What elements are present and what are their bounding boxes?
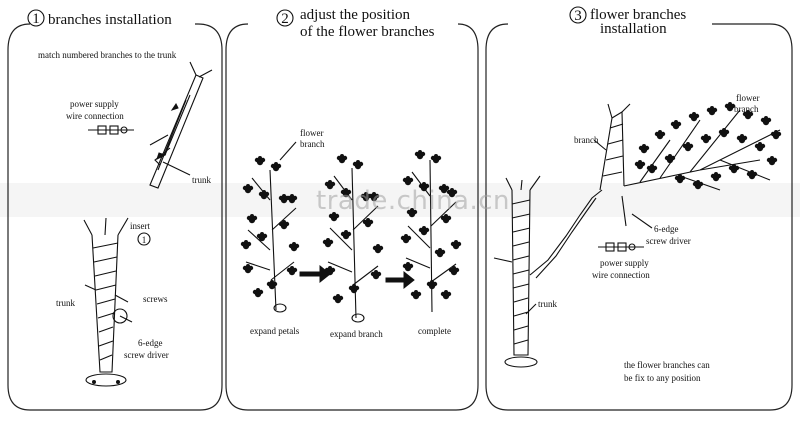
note-line1: the flower branches can (624, 360, 710, 370)
panel-3-number: 3 (574, 8, 582, 24)
panel-3: 3 flower branches installation branch (485, 6, 793, 411)
watermark-band (0, 183, 800, 217)
panel-3-trunk-drawing (493, 103, 631, 368)
trunk-label-3: trunk (538, 299, 557, 309)
panel-1: 1 branches installation match numbered b… (7, 9, 223, 411)
arrow-right-1 (299, 264, 331, 284)
insert-number: 1 (142, 235, 147, 245)
insert-label: insert (130, 221, 150, 231)
panel-3-title-line1: flower branches (590, 7, 686, 23)
six-edge-label-3: 6-edge (654, 224, 679, 234)
screw-driver-tool-3 (621, 195, 627, 227)
branch-label-2: branch (300, 139, 325, 149)
expand-branch-label: expand branch (330, 329, 383, 339)
wire-connector-1 (88, 125, 134, 135)
insert-number-circle (137, 232, 151, 246)
panel-1-number-circle (27, 9, 45, 27)
flower-branch-complete (400, 150, 462, 313)
branch-label-3: branch (574, 135, 599, 145)
panel-3-title-line2: installation (600, 21, 667, 37)
flower-branch-expand-branch (322, 154, 384, 323)
panel-2-number-circle (276, 9, 294, 27)
panel-2-title-line2: of the flower branches (300, 24, 435, 40)
note-line2: be fix to any position (624, 373, 701, 383)
screw-driver-label-1: screw driver (124, 350, 169, 360)
screw-driver-label-3: screw driver (646, 236, 691, 246)
panel-1-frame (7, 23, 223, 411)
wire-connection-label-1: wire connection (66, 111, 124, 121)
match-branches-label: match numbered branches to the trunk (38, 50, 177, 60)
panel-3-number-circle (569, 6, 587, 24)
lower-trunk-drawing (83, 217, 133, 387)
panel-3-frame (485, 23, 793, 411)
branch-pointer-3 (593, 139, 607, 151)
arrow-right-2 (385, 270, 415, 290)
panel-2-number: 2 (281, 11, 289, 27)
branch-small-label-3: branch (734, 104, 759, 114)
upper-branch-drawing (149, 61, 213, 189)
flower-label-3: flower (736, 93, 760, 103)
complete-label: complete (418, 326, 451, 336)
trunk-label-top: trunk (192, 175, 211, 185)
six-edge-label-1: 6-edge (138, 338, 163, 348)
flower-label-2: flower (300, 128, 324, 138)
expand-petals-label: expand petals (250, 326, 300, 336)
panel-2-title-line1: adjust the position (300, 7, 410, 23)
watermark: trade.china.cn (316, 186, 511, 216)
panel-2-frame (225, 23, 479, 411)
flower-branch-pointer (279, 141, 297, 161)
wire-connector-3 (598, 242, 644, 252)
panel-1-number: 1 (32, 11, 40, 27)
screw-driver-pointer-3 (631, 213, 653, 229)
power-supply-label-3: power supply (600, 258, 649, 268)
wire-connection-label-3: wire connection (592, 270, 650, 280)
screws-label: screws (143, 294, 168, 304)
flower-branch-expand-petals (240, 156, 300, 313)
panel-3-flower-branch (623, 102, 782, 191)
power-supply-label-1: power supply (70, 99, 119, 109)
trunk-pointer-3 (525, 303, 537, 315)
panel-1-title: branches installation (48, 12, 172, 28)
trunk-label-bottom: trunk (56, 298, 75, 308)
panel-2: 2 adjust the position of the flower bran… (225, 7, 479, 411)
